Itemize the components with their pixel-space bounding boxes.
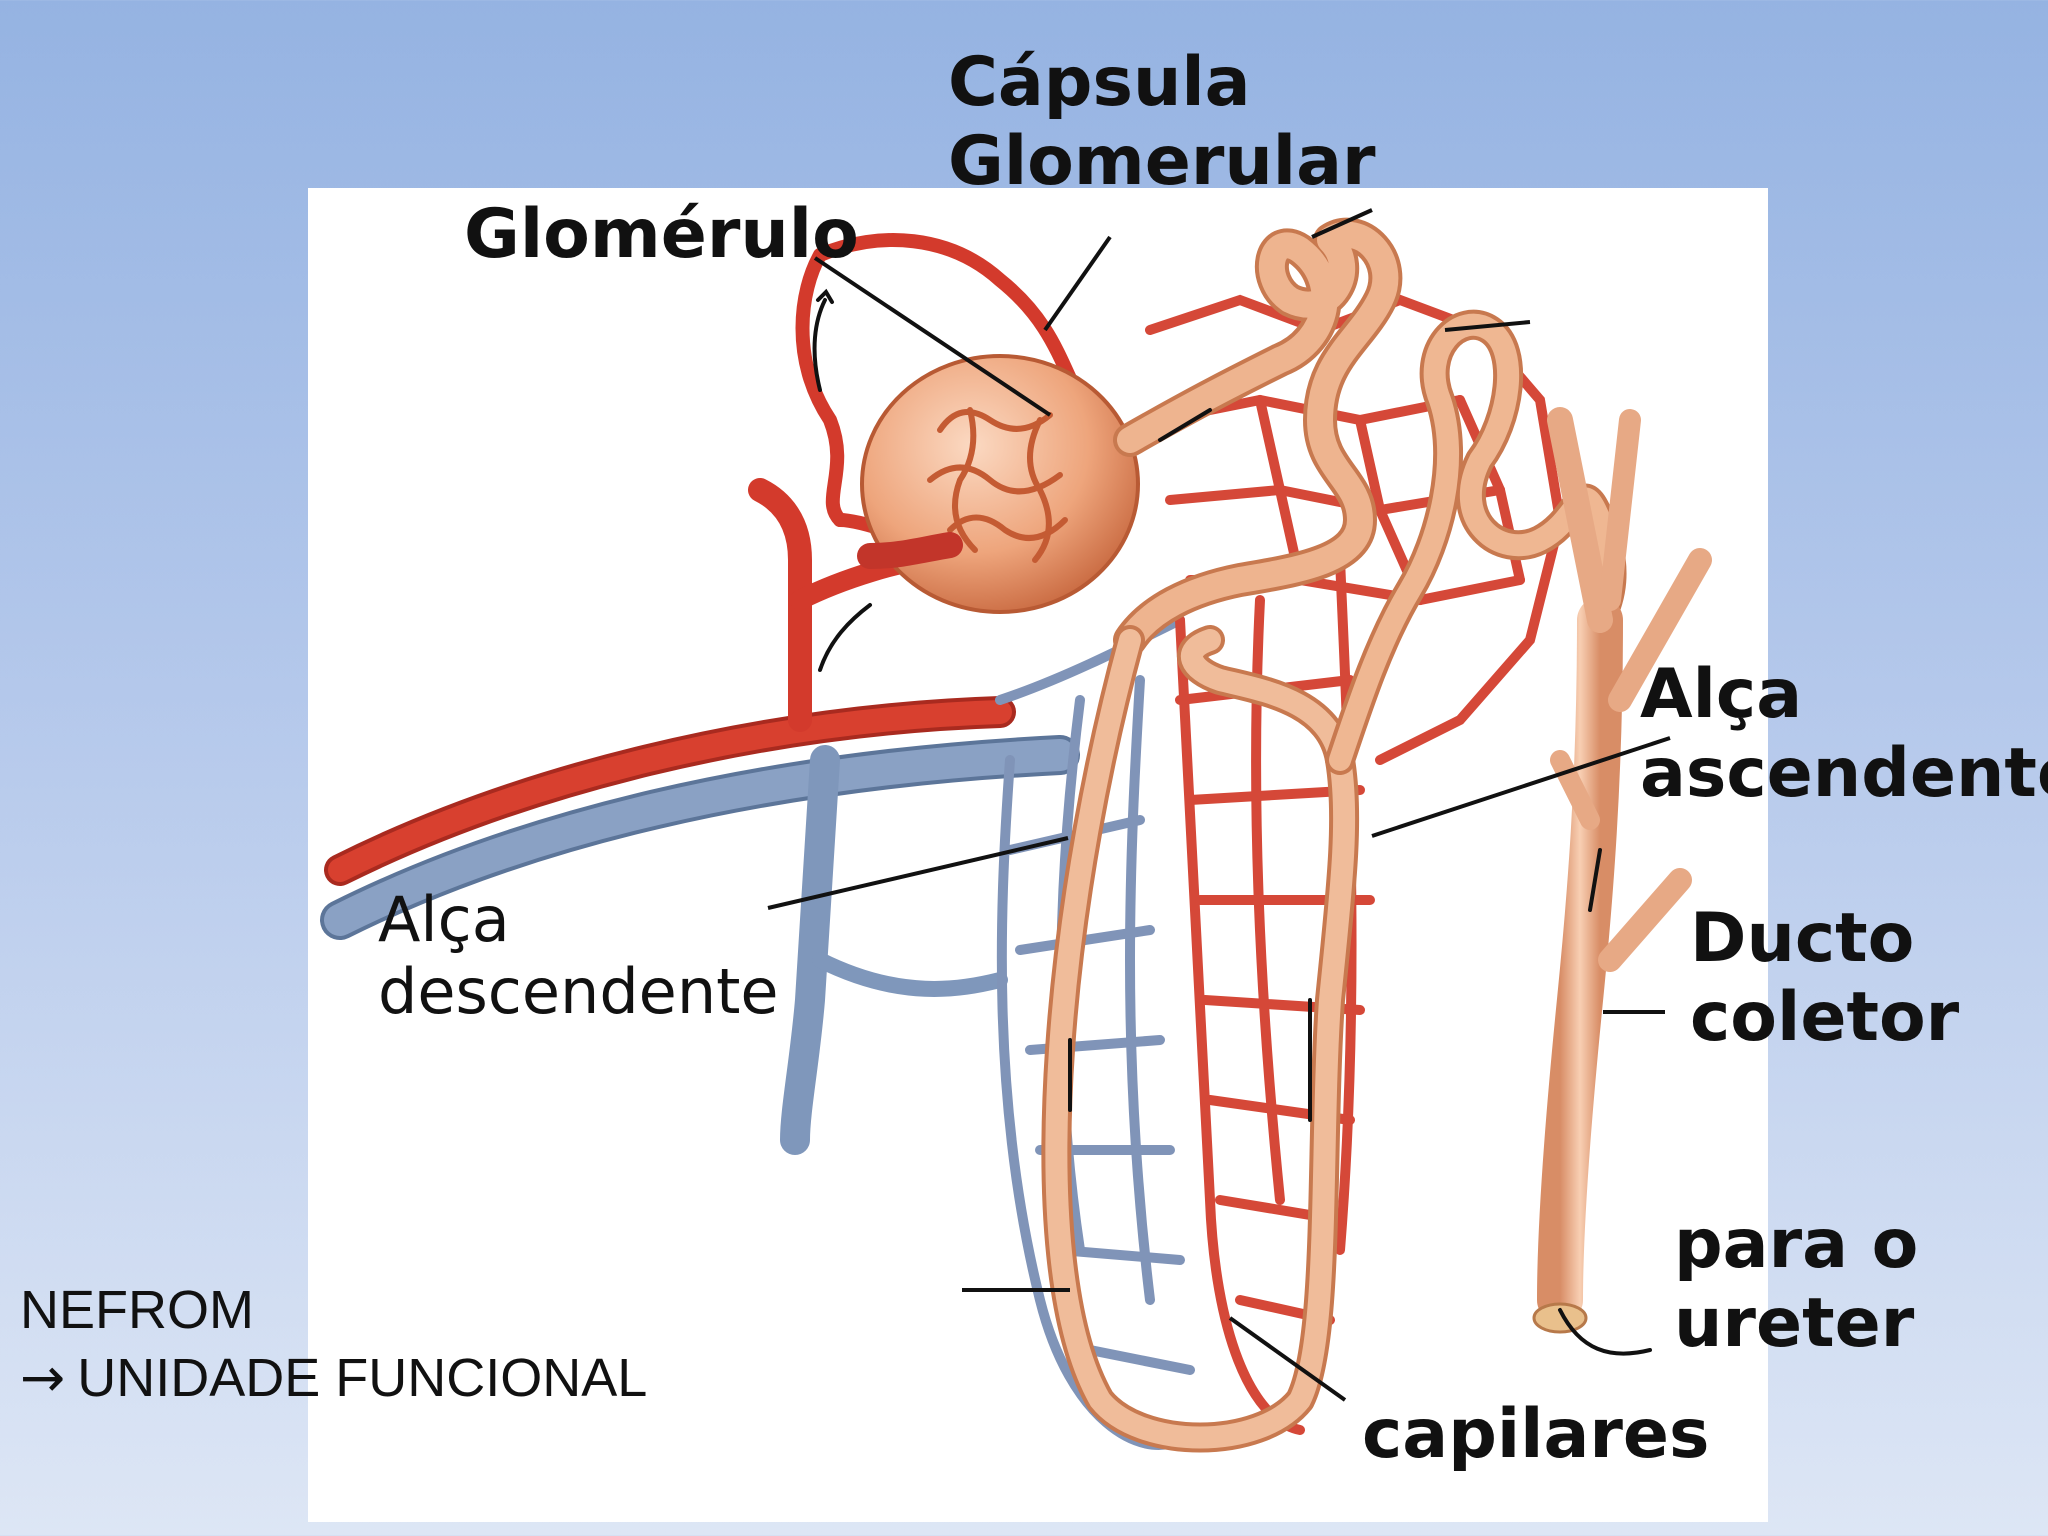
footer-caption: NEFROM →UNIDADE FUNCIONAL — [20, 1276, 647, 1412]
ureter-label-line1: para o — [1674, 1205, 1919, 1284]
capilares-label: capilares — [1362, 1395, 1710, 1474]
glomerular-capsule — [860, 354, 1140, 614]
flow-arrows — [812, 288, 1652, 1356]
alca-descendente-line2: descendente — [378, 954, 779, 1028]
collecting-duct — [1532, 407, 1712, 1334]
alca-descendente-label: Alça descendente — [378, 884, 779, 1028]
renal-vein — [320, 735, 1080, 1155]
capsula-label-line2: Glomerular — [948, 121, 1376, 201]
alca-ascendente-line2: ascendente — [1640, 733, 2048, 813]
proximal-convoluted-tubule — [1113, 217, 1403, 657]
ducto-label-line2: coletor — [1690, 977, 1960, 1057]
ureter-label-line2: ureter — [1674, 1283, 1915, 1363]
capsula-glomerular-label: Cápsula Glomerular — [948, 43, 1376, 202]
renal-artery — [324, 478, 1016, 886]
alca-descendente-line1: Alça — [378, 883, 510, 956]
footer-title: NEFROM — [20, 1280, 254, 1340]
afferent-arteriole — [857, 532, 963, 569]
alca-ascendente-line1: Alça — [1640, 655, 1803, 734]
ducto-coletor-label: Ducto coletor — [1690, 899, 1960, 1058]
glomerulo-label: Glomérulo — [464, 195, 859, 274]
capsula-label-line1: Cápsula — [948, 43, 1251, 122]
loop-of-henle — [1041, 625, 1360, 1453]
ducto-label-line1: Ducto — [1690, 899, 1915, 978]
leader-lines — [767, 208, 1671, 1402]
footer-subtitle: UNIDADE FUNCIONAL — [77, 1348, 648, 1409]
alca-ascendente-label: Alça ascendente — [1640, 655, 2048, 814]
footer-subtitle-row: →UNIDADE FUNCIONAL — [20, 1344, 647, 1412]
right-arrow-icon: → — [20, 1346, 66, 1410]
para-o-ureter-label: para o ureter — [1674, 1205, 1919, 1364]
arterial-capillary-network — [1145, 294, 1566, 1435]
